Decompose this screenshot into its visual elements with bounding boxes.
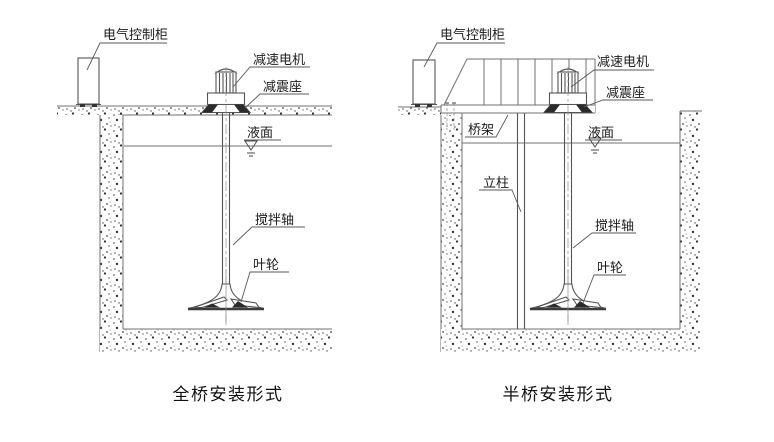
column-leader: [479, 189, 522, 213]
vibration-mount: [542, 103, 594, 114]
motor-leader: [232, 66, 310, 88]
water-level-symbol: [244, 140, 258, 157]
shaft-leader: [232, 226, 305, 246]
motor-label: 减速电机: [597, 55, 649, 70]
tank-left-wall: [440, 113, 463, 352]
support-column: [516, 113, 526, 329]
tank-bottom: [100, 328, 332, 352]
bridge-leader: [465, 114, 509, 138]
shaft-label: 搅拌轴: [255, 212, 294, 228]
damper-label: 减震座: [263, 80, 302, 95]
shaft-leader: [572, 232, 636, 249]
right-callouts: 电气控制柜 减速电机 减震座 桥架 立柱 液面 搅拌轴 叶轮: [423, 27, 654, 304]
control-cabinet: [411, 59, 437, 107]
column-label: 立柱: [483, 176, 509, 191]
damper-leader: [583, 99, 653, 108]
water-level-symbol: [588, 137, 602, 154]
cabinet-label: 电气控制柜: [440, 27, 505, 43]
impeller-label: 叶轮: [597, 261, 623, 276]
damper-leader: [244, 93, 309, 109]
bridge-slab: [57, 105, 332, 116]
bridge-label: 桥架: [468, 123, 494, 138]
damper-label: 减震座: [606, 86, 645, 101]
cabinet-leader: [423, 42, 505, 68]
anchor-bolts: [445, 102, 456, 130]
cabinet-label: 电气控制柜: [103, 27, 168, 43]
ground-strip: [398, 106, 441, 115]
right-diagram: 电气控制柜 减速电机 减震座 桥架 立柱 液面 搅拌轴 叶轮 半桥安装形式: [398, 27, 702, 405]
left-caption: 全桥安装形式: [173, 385, 284, 405]
motor-label: 减速电机: [253, 53, 305, 68]
impeller-leader: [240, 271, 289, 303]
impeller-label: 叶轮: [253, 258, 279, 273]
right-caption: 半桥安装形式: [503, 385, 614, 405]
left-diagram: 电气控制柜 减速电机 减震座 液面 搅拌轴 叶轮 全桥安装形式: [57, 27, 332, 405]
tank-left-wall: [99, 115, 124, 352]
tank-right-wall: [679, 110, 702, 352]
left-callouts: 电气控制柜 减速电机 减震座 液面 搅拌轴 叶轮: [86, 27, 310, 303]
impeller-leader: [582, 274, 626, 304]
liquid-level-label: 液面: [588, 126, 614, 141]
shaft-label: 搅拌轴: [595, 218, 634, 234]
motor-leader: [570, 69, 654, 88]
control-cabinet: [76, 57, 101, 107]
impeller: [187, 269, 265, 325]
tank-bottom: [441, 328, 700, 352]
cabinet-leader: [86, 42, 167, 71]
liquid-level-label: 液面: [247, 126, 273, 141]
impeller: [529, 269, 607, 325]
